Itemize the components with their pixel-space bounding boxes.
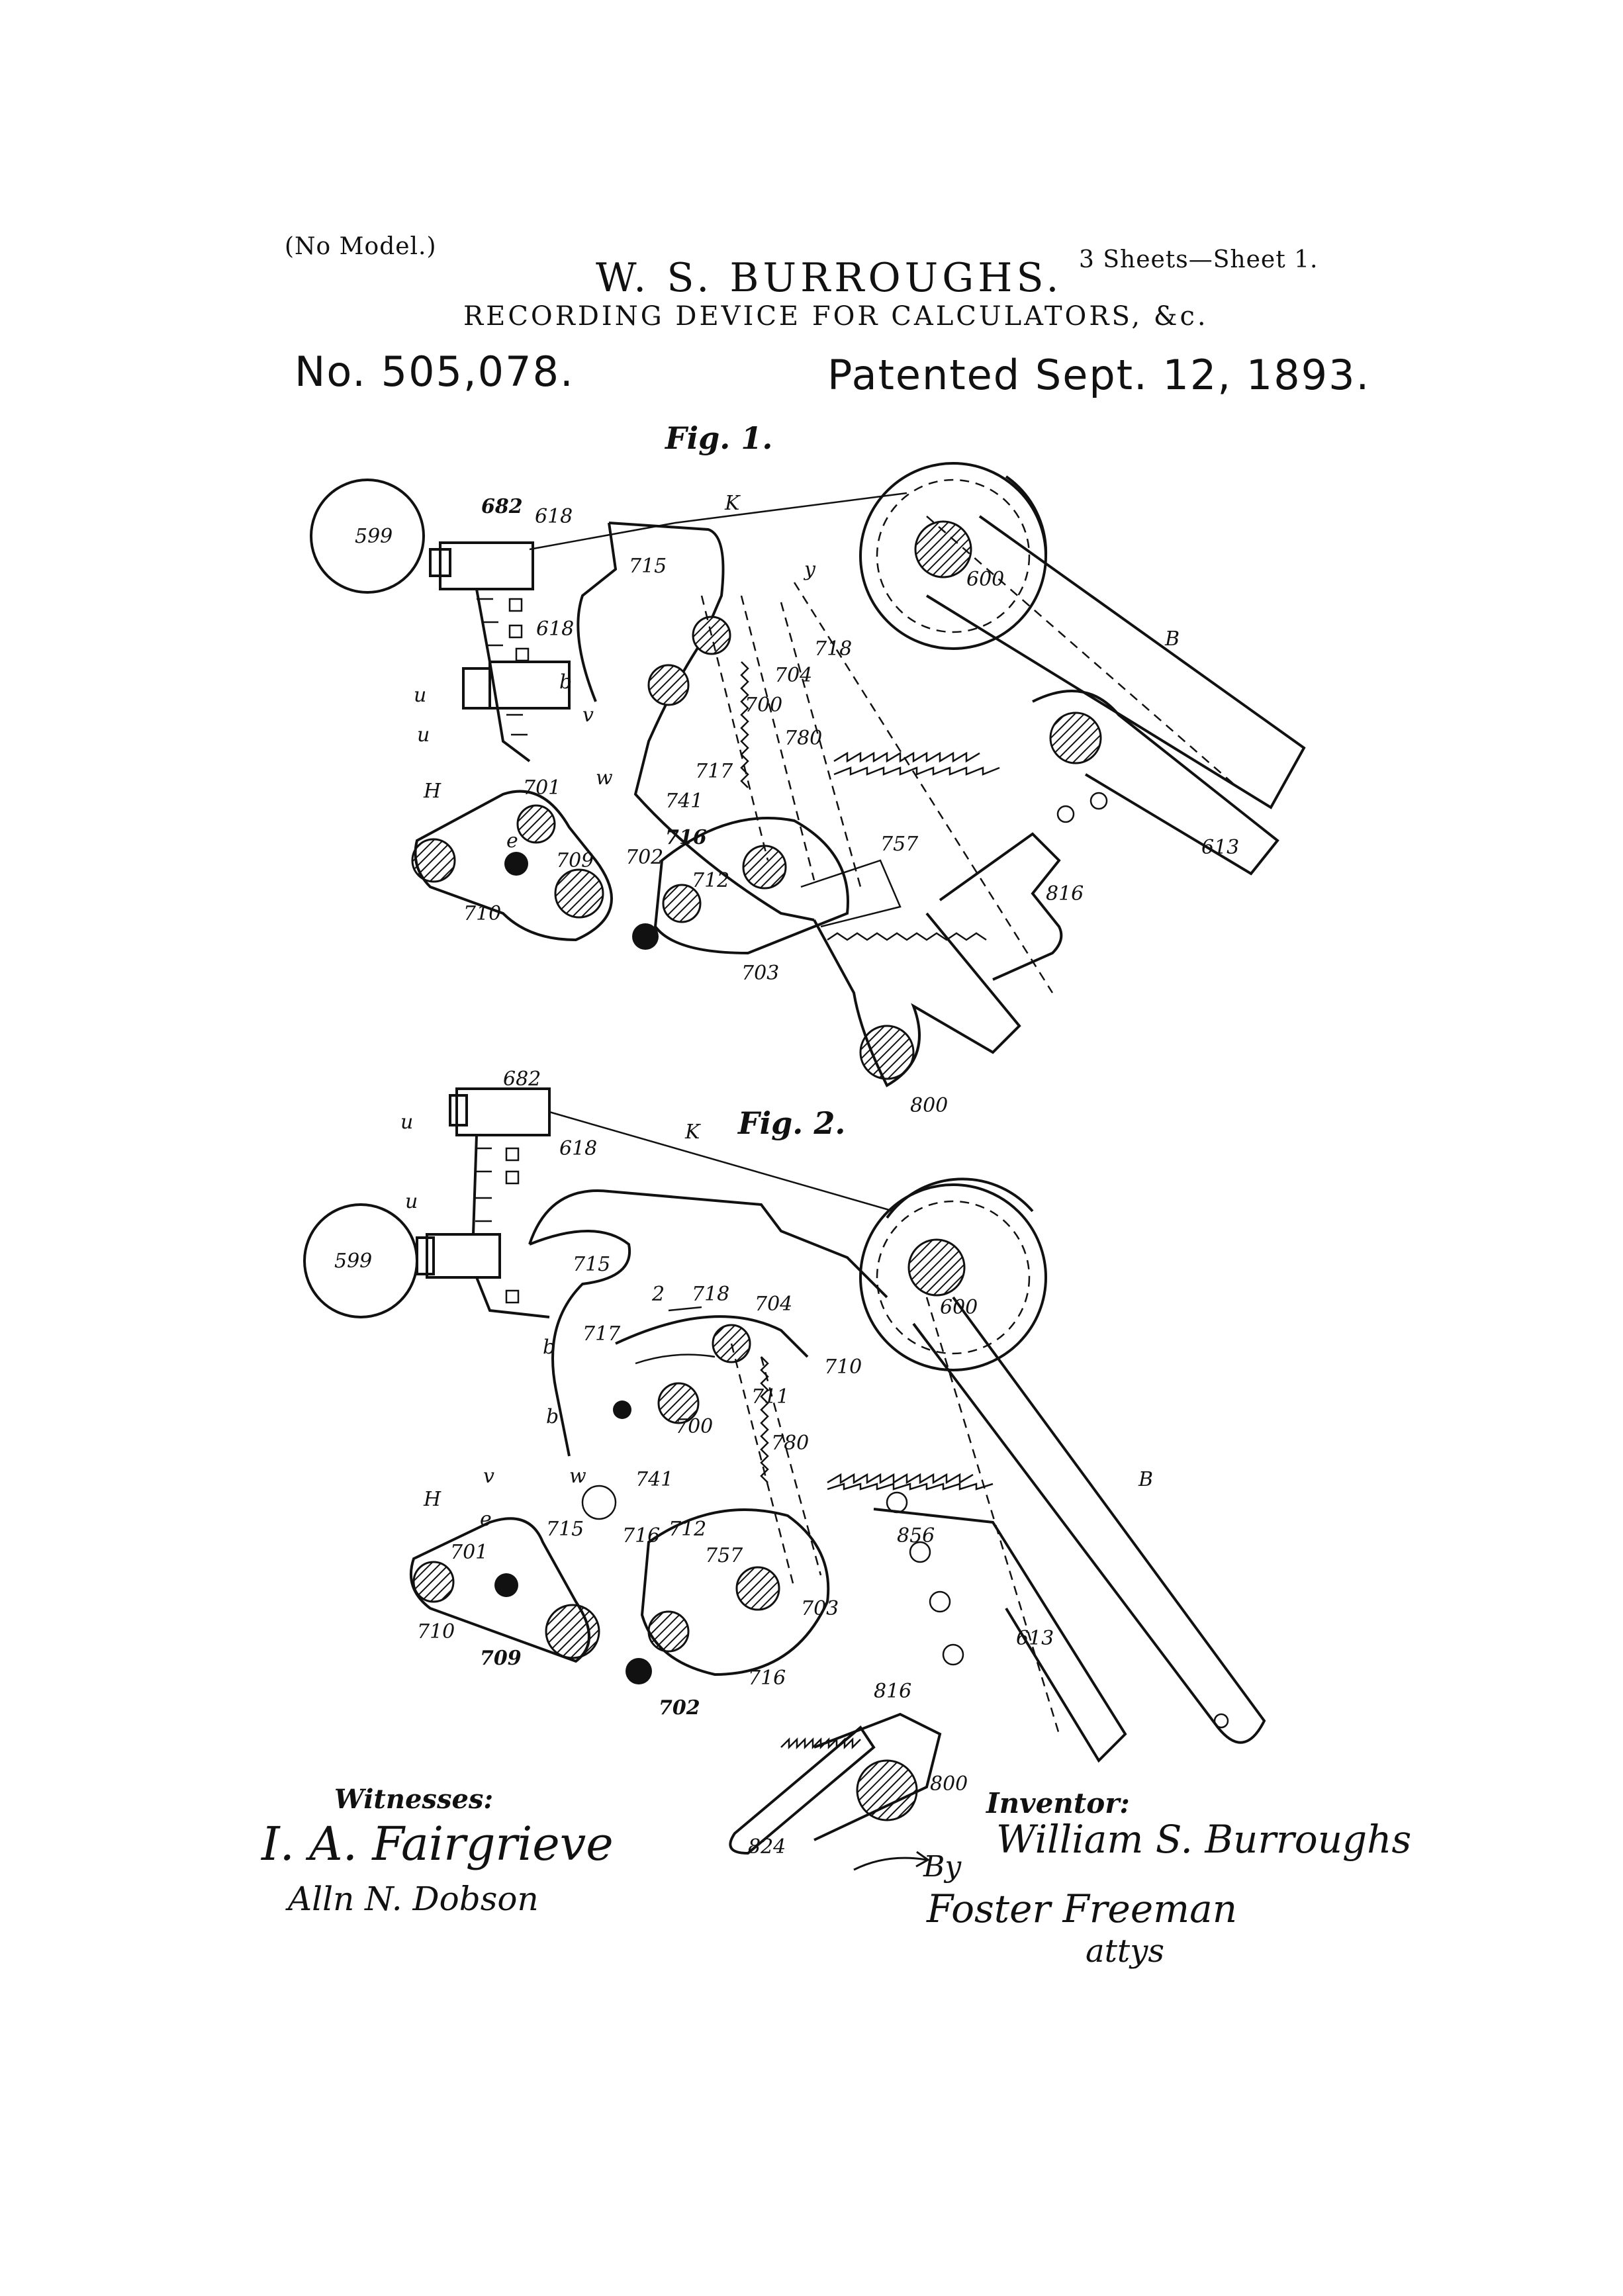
svg-text:716: 716	[665, 826, 707, 849]
inventor-label: Inventor:	[986, 1787, 1130, 1819]
svg-text:B: B	[1164, 627, 1180, 651]
svg-text:712: 712	[692, 869, 729, 892]
svg-text:v: v	[483, 1465, 494, 1488]
svg-text:717: 717	[695, 760, 733, 783]
patent-number: No. 505,078.	[295, 347, 575, 396]
svg-text:780: 780	[784, 727, 822, 750]
attorneys-signature: Foster Freeman	[927, 1886, 1238, 1931]
svg-text:u: u	[414, 684, 426, 707]
svg-text:780: 780	[771, 1432, 809, 1455]
figure-1-part-labels: 599 682 618 618 K 715 600 y 718 704 B u …	[355, 492, 1239, 1117]
svg-text:856: 856	[897, 1524, 935, 1547]
svg-text:u: u	[400, 1111, 413, 1134]
svg-text:824: 824	[748, 1835, 786, 1859]
svg-text:700: 700	[675, 1415, 713, 1438]
svg-text:K: K	[684, 1121, 701, 1144]
svg-text:618: 618	[559, 1137, 597, 1160]
svg-text:711: 711	[751, 1385, 789, 1408]
svg-text:e: e	[480, 1508, 492, 1531]
witnesses-label: Witnesses:	[334, 1784, 494, 1815]
svg-text:712: 712	[669, 1518, 706, 1541]
svg-text:717: 717	[582, 1322, 621, 1346]
figure-1-label: Fig. 1.	[665, 420, 773, 456]
inventor-name: W. S. BURROUGHS.	[596, 255, 1063, 301]
svg-text:715: 715	[629, 555, 667, 578]
svg-text:H: H	[423, 1488, 441, 1511]
svg-text:757: 757	[705, 1544, 743, 1567]
figure-2-part-labels: 682 u 618 K u 599 715 600 2 718 704 717 …	[334, 1068, 1153, 1859]
svg-text:710: 710	[463, 902, 501, 925]
svg-text:H: H	[423, 780, 441, 803]
patent-date: Patented Sept. 12, 1893.	[827, 351, 1371, 399]
svg-text:816: 816	[874, 1680, 911, 1703]
figure-2-drawing: 682 u 618 K u 599 715 600 2 718 704 717 …	[303, 1068, 1266, 1859]
arrow-icon	[853, 1851, 930, 1871]
svg-text:800: 800	[910, 1094, 948, 1117]
svg-text:600: 600	[940, 1296, 978, 1319]
patent-subtitle: RECORDING DEVICE FOR CALCULATORS, &c.	[463, 301, 1209, 332]
roller-599	[310, 479, 425, 594]
svg-text:700: 700	[745, 694, 782, 717]
model-note: (No Model.)	[285, 233, 437, 260]
svg-text:704: 704	[755, 1293, 792, 1316]
svg-text:709: 709	[556, 849, 594, 872]
svg-text:b: b	[546, 1405, 559, 1428]
svg-text:716: 716	[622, 1524, 660, 1547]
svg-text:715: 715	[546, 1518, 584, 1541]
svg-text:741: 741	[635, 1468, 673, 1491]
svg-text:b: b	[559, 670, 572, 694]
svg-text:v: v	[582, 704, 594, 727]
svg-text:613: 613	[1016, 1627, 1054, 1650]
figure-1-drawing: 599 682 618 618 K 715 600 y 718 704 B u …	[310, 462, 1306, 1117]
svg-text:718: 718	[692, 1283, 729, 1306]
inventor-signature: William S. Burroughs	[996, 1817, 1412, 1862]
svg-text:682: 682	[503, 1068, 541, 1091]
svg-text:709: 709	[480, 1647, 522, 1670]
svg-text:618: 618	[535, 505, 573, 528]
svg-text:741: 741	[665, 790, 703, 813]
svg-text:800: 800	[930, 1772, 968, 1796]
svg-text:w: w	[569, 1465, 586, 1488]
svg-text:710: 710	[417, 1620, 455, 1643]
sheet-count: 3 Sheets—Sheet 1.	[1079, 246, 1319, 273]
by-label: By	[923, 1850, 962, 1884]
svg-text:e: e	[506, 829, 518, 852]
svg-text:B: B	[1138, 1468, 1153, 1491]
svg-text:715: 715	[573, 1253, 610, 1276]
svg-text:710: 710	[824, 1355, 862, 1379]
svg-text:682: 682	[481, 495, 523, 518]
svg-text:702: 702	[659, 1696, 700, 1720]
svg-text:701: 701	[523, 776, 561, 800]
wheel-600-fig2	[859, 1183, 1047, 1371]
svg-text:613: 613	[1201, 836, 1239, 859]
svg-text:u: u	[417, 723, 430, 747]
svg-text:u: u	[405, 1190, 418, 1213]
svg-text:816: 816	[1046, 882, 1084, 905]
svg-text:599: 599	[334, 1250, 372, 1273]
svg-text:757: 757	[880, 833, 919, 856]
witness-2-signature: Alln N. Dobson	[288, 1880, 539, 1918]
svg-text:701: 701	[450, 1541, 488, 1564]
svg-text:2: 2	[651, 1283, 665, 1306]
svg-text:b: b	[543, 1336, 555, 1359]
svg-text:600: 600	[966, 568, 1004, 591]
svg-text:702: 702	[626, 846, 663, 869]
figure-2-label: Fig. 2.	[738, 1105, 846, 1141]
witness-1-signature: I. A. Fairgrieve	[261, 1817, 614, 1871]
svg-text:716: 716	[748, 1667, 786, 1690]
svg-text:w: w	[596, 766, 613, 790]
svg-text:704: 704	[774, 664, 812, 687]
svg-text:599: 599	[355, 525, 393, 548]
svg-text:K: K	[724, 492, 741, 515]
svg-text:y: y	[803, 558, 816, 581]
svg-text:618: 618	[536, 618, 574, 641]
svg-text:703: 703	[741, 962, 779, 985]
svg-text:718: 718	[814, 637, 852, 661]
svg-text:703: 703	[801, 1597, 839, 1620]
attorneys-suffix: attys	[1086, 1933, 1164, 1970]
